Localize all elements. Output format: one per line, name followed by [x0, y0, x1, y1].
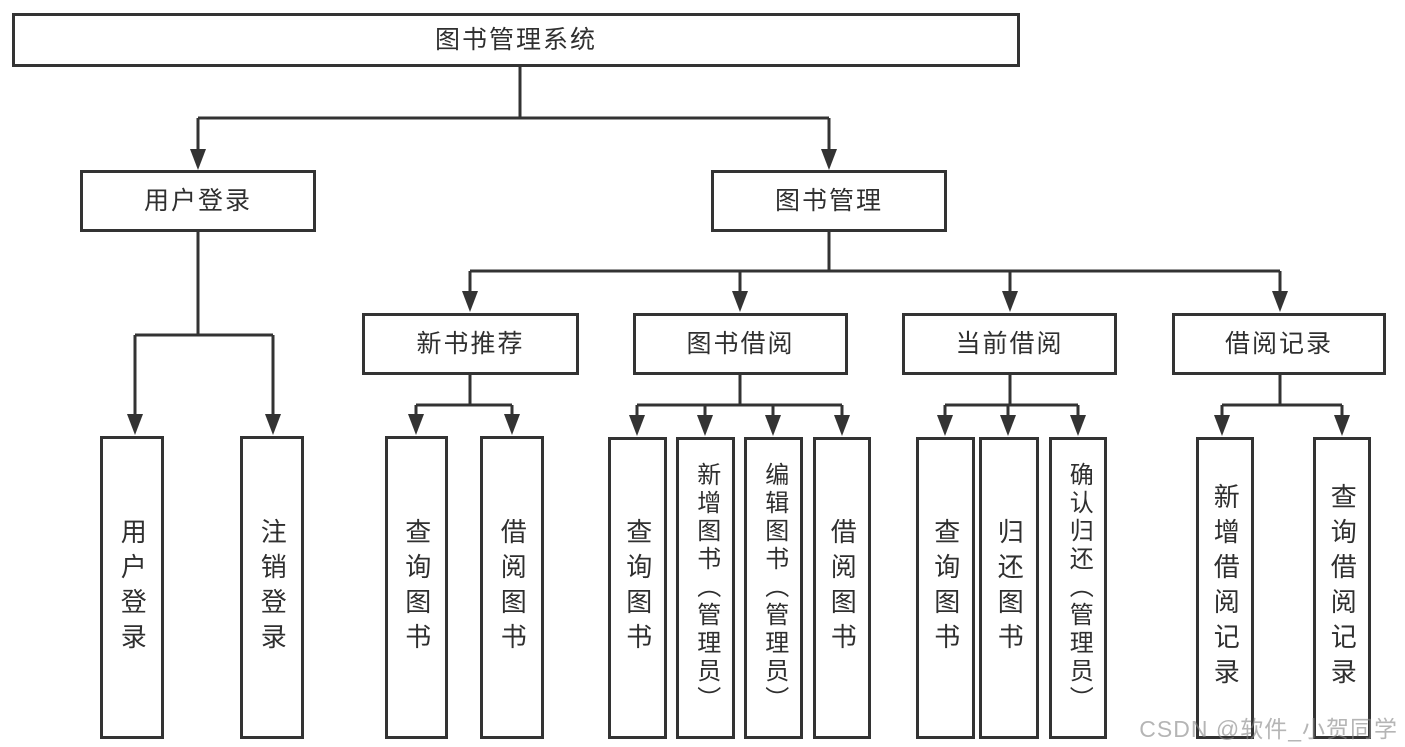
node-leaf-query-book-2: 查询图书 — [608, 437, 667, 739]
node-leaf-confirm-return-admin-label: 确认归还（管理员） — [1065, 462, 1093, 714]
node-new-book-recommend: 新书推荐 — [362, 313, 579, 375]
node-leaf-add-book-admin-label: 新增图书（管理员） — [692, 462, 720, 714]
node-library-system-label: 图书管理系统 — [434, 26, 597, 54]
node-leaf-query-book-1: 查询图书 — [385, 436, 448, 739]
node-new-book-recommend-label: 新书推荐 — [416, 330, 525, 358]
node-user-login: 用户登录 — [80, 170, 316, 232]
node-leaf-query-book-3: 查询图书 — [916, 437, 975, 739]
node-leaf-edit-book-admin: 编辑图书（管理员） — [744, 437, 803, 739]
connector-book-management-children — [462, 232, 1288, 312]
connector-root-to-level1 — [190, 67, 837, 170]
node-leaf-logout: 注销登录 — [240, 436, 304, 739]
node-leaf-logout-label: 注销登录 — [257, 517, 288, 658]
node-borrow-records-label: 借阅记录 — [1224, 330, 1333, 358]
node-leaf-confirm-return-admin: 确认归还（管理员） — [1049, 437, 1107, 739]
node-leaf-add-borrow-record: 新增借阅记录 — [1196, 437, 1254, 739]
node-leaf-return-book-label: 归还图书 — [994, 518, 1025, 658]
node-book-borrow: 图书借阅 — [633, 313, 848, 375]
node-book-management: 图书管理 — [711, 170, 947, 232]
connector-new-book-children — [408, 375, 520, 435]
node-leaf-edit-book-admin-label: 编辑图书（管理员） — [760, 462, 788, 714]
node-leaf-borrow-book-1-label: 借阅图书 — [497, 517, 528, 658]
node-leaf-query-borrow-record-label: 查询借阅记录 — [1327, 483, 1358, 693]
node-library-system: 图书管理系统 — [12, 13, 1020, 67]
node-leaf-user-login-label: 用户登录 — [117, 517, 148, 658]
node-leaf-borrow-book-2-label: 借阅图书 — [827, 518, 858, 658]
connector-borrow-records-children — [1214, 375, 1350, 436]
node-current-borrow: 当前借阅 — [902, 313, 1117, 375]
node-leaf-query-book-1-label: 查询图书 — [401, 517, 432, 658]
node-leaf-user-login: 用户登录 — [100, 436, 164, 739]
node-user-login-label: 用户登录 — [143, 187, 252, 215]
node-leaf-add-borrow-record-label: 新增借阅记录 — [1210, 483, 1241, 693]
node-leaf-borrow-book-2: 借阅图书 — [813, 437, 871, 739]
node-book-borrow-label: 图书借阅 — [686, 330, 795, 358]
connector-current-borrow-children — [937, 375, 1086, 436]
csdn-watermark: CSDN @软件_小贺同学 — [1139, 716, 1398, 742]
node-book-management-label: 图书管理 — [774, 187, 883, 215]
node-leaf-add-book-admin: 新增图书（管理员） — [676, 437, 735, 739]
node-leaf-query-borrow-record: 查询借阅记录 — [1313, 437, 1371, 739]
node-leaf-query-book-3-label: 查询图书 — [930, 518, 961, 658]
connector-user-login-children — [127, 232, 281, 435]
node-borrow-records: 借阅记录 — [1172, 313, 1386, 375]
connector-book-borrow-children — [629, 375, 850, 436]
node-leaf-query-book-2-label: 查询图书 — [622, 518, 653, 658]
node-current-borrow-label: 当前借阅 — [955, 330, 1064, 358]
node-leaf-return-book: 归还图书 — [979, 437, 1039, 739]
node-leaf-borrow-book-1: 借阅图书 — [480, 436, 544, 739]
